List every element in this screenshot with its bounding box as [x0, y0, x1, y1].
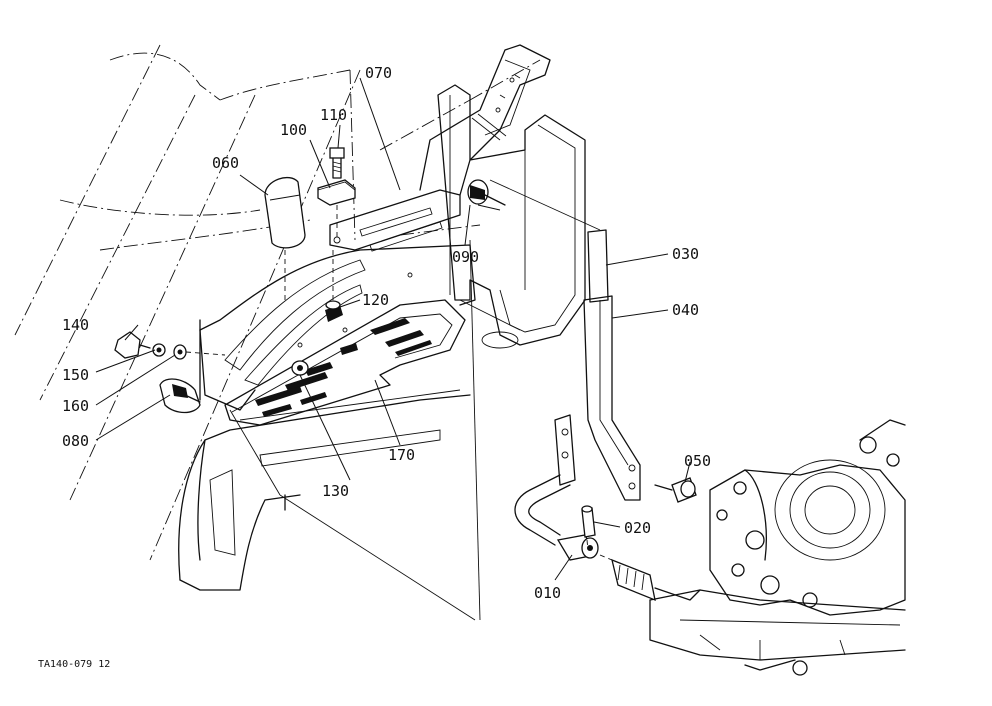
label-070: 070	[365, 64, 392, 82]
fender-housing	[178, 319, 471, 591]
adjuster-link	[611, 558, 701, 602]
label-090: 090	[452, 248, 479, 266]
bolt-050	[654, 477, 697, 503]
label-130: 130	[322, 482, 349, 500]
part-labels: 070 110 100 060 090 120 140 150 160 080 …	[62, 64, 711, 602]
label-160: 160	[62, 397, 89, 415]
pin-130	[291, 360, 309, 376]
guide-plate-070	[329, 44, 551, 252]
bolt-110	[329, 147, 345, 179]
label-080: 080	[62, 432, 89, 450]
label-170: 170	[388, 446, 415, 464]
label-120: 120	[362, 291, 389, 309]
label-100: 100	[280, 121, 307, 139]
exploded-axis-lines	[229, 179, 613, 621]
label-050: 050	[684, 452, 711, 470]
shaft-010	[514, 414, 599, 561]
indicator-plate-170	[224, 299, 466, 426]
label-140: 140	[62, 316, 89, 334]
pin-020	[581, 505, 596, 538]
drawing-reference-code: TA140-079 12	[38, 659, 110, 670]
knob-120	[325, 250, 343, 322]
leader-lines	[95, 77, 691, 581]
label-060: 060	[212, 154, 239, 172]
mounting-bracket	[437, 84, 586, 349]
knob-bolt-140	[114, 331, 151, 359]
label-030: 030	[672, 245, 699, 263]
lever-rod-030-040	[583, 229, 641, 501]
nut-150	[152, 343, 166, 357]
label-150: 150	[62, 366, 89, 384]
reference-outline-lines	[14, 44, 541, 561]
label-040: 040	[672, 301, 699, 319]
label-020: 020	[624, 519, 651, 537]
bushing-090	[467, 179, 506, 206]
lever-slot-plate	[199, 244, 476, 411]
lever-grip-060	[264, 177, 306, 300]
label-110: 110	[320, 106, 347, 124]
bushing-080	[159, 378, 201, 414]
bracket-100	[317, 179, 356, 244]
hydraulic-valve-assembly	[649, 419, 906, 676]
washer-160	[173, 344, 226, 360]
label-010: 010	[534, 584, 561, 602]
